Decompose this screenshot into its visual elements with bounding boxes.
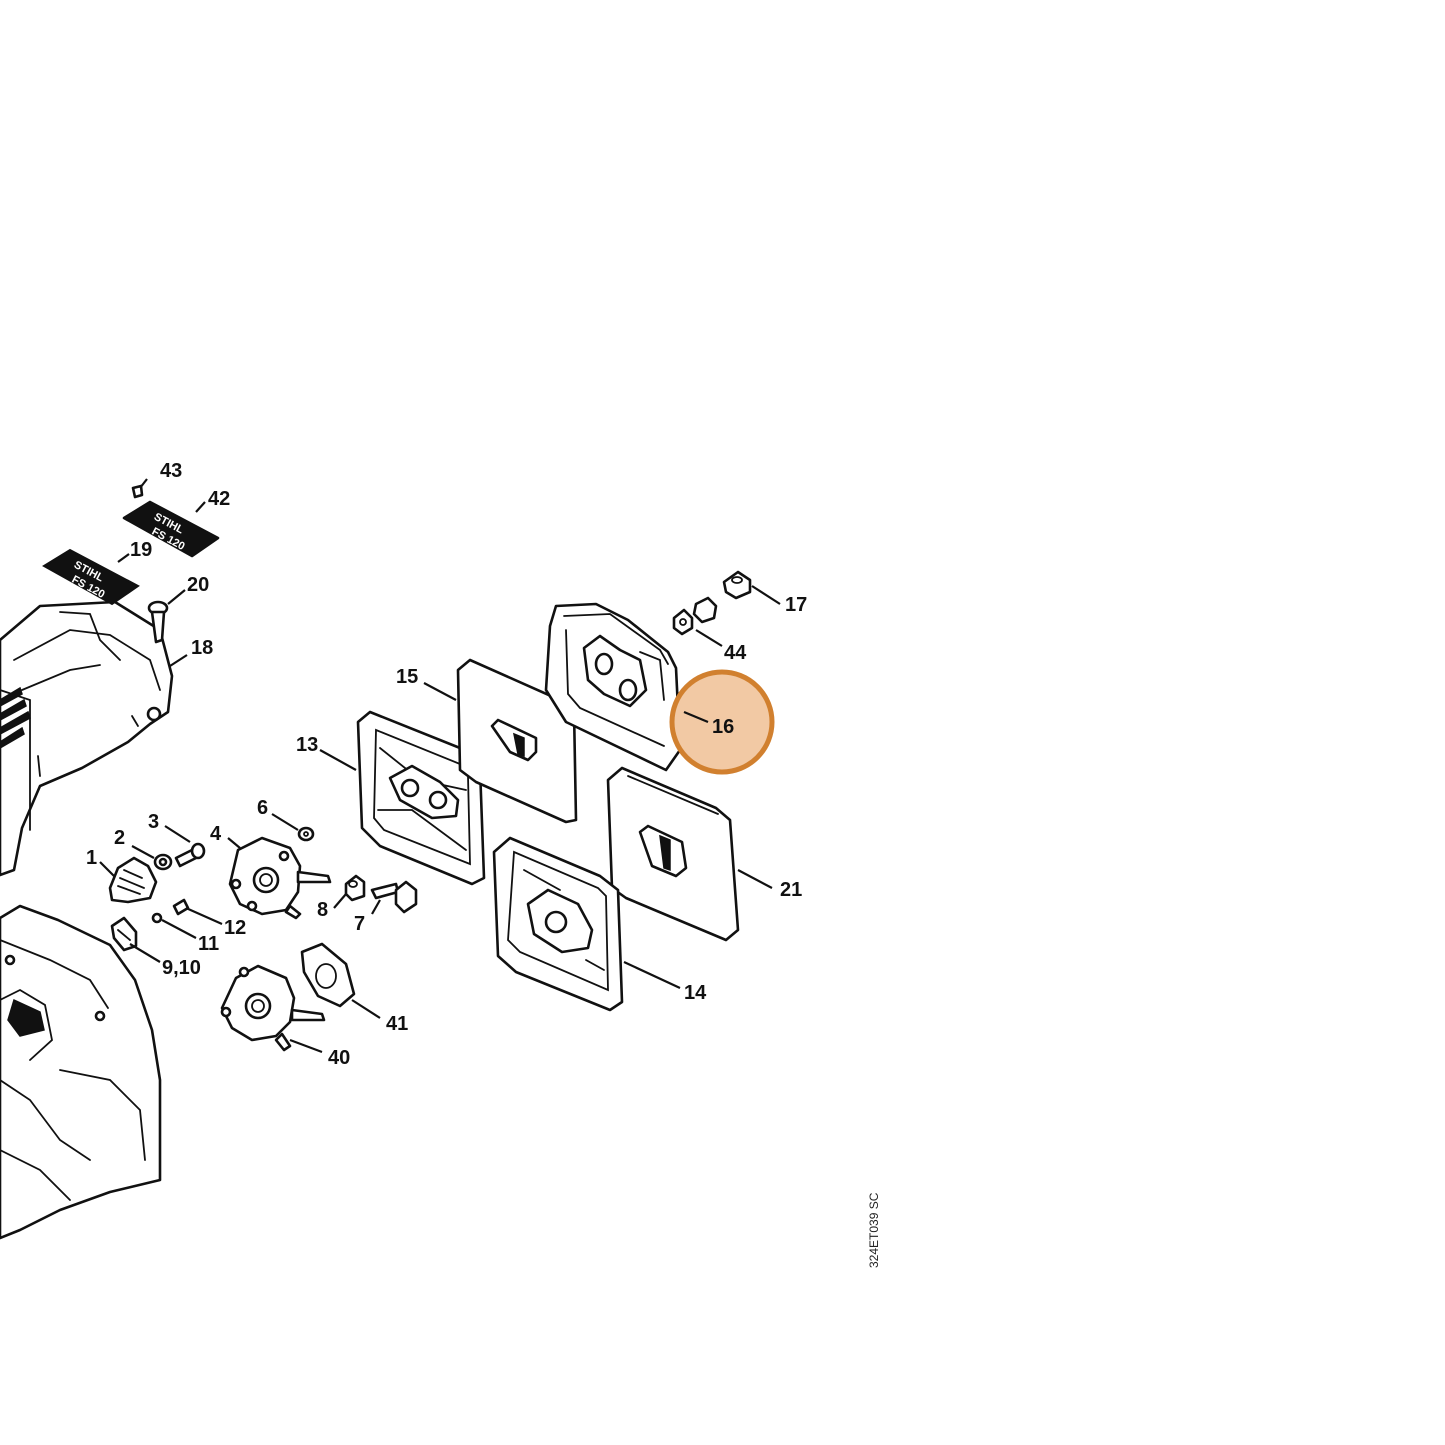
engine-housing[interactable] xyxy=(0,904,162,1240)
engine-shroud-part-18[interactable] xyxy=(0,600,174,877)
callout-16: 16 xyxy=(712,716,734,738)
washer-part-11[interactable] xyxy=(151,912,163,924)
knob-part-7[interactable] xyxy=(370,880,418,914)
washer-part-2[interactable] xyxy=(153,853,173,871)
callout-17: 17 xyxy=(785,594,807,616)
callout-7: 7 xyxy=(354,913,365,935)
screw-part-20[interactable] xyxy=(147,600,169,644)
spacer-part-8[interactable] xyxy=(344,874,366,902)
callouts: 43 42 19 20 18 15 13 17 44 21 14 3 2 1 4… xyxy=(86,460,807,1069)
nut-part-17[interactable] xyxy=(722,570,752,600)
callout-19: 19 xyxy=(130,539,152,561)
filter-part-21[interactable] xyxy=(606,766,740,942)
callout-43: 43 xyxy=(160,460,182,482)
callout-3: 3 xyxy=(148,811,159,833)
callout-9-10: 9,10 xyxy=(162,957,201,979)
callout-8: 8 xyxy=(317,899,328,921)
screw-part-3[interactable] xyxy=(174,842,206,868)
callout-42: 42 xyxy=(208,488,230,510)
drawing-code: 324ET039 SC xyxy=(867,1192,881,1268)
callout-11: 11 xyxy=(198,933,219,955)
screw-part-12[interactable] xyxy=(172,898,190,916)
callout-14: 14 xyxy=(684,982,707,1004)
callout-15: 15 xyxy=(396,666,418,688)
washer-part-44[interactable] xyxy=(672,596,718,636)
filter-base-part-14[interactable] xyxy=(492,836,624,1012)
leader-lines xyxy=(99,478,781,1054)
carburetor-part-40[interactable] xyxy=(220,964,326,1052)
callout-40: 40 xyxy=(328,1047,350,1069)
intake-part-1[interactable] xyxy=(108,856,158,904)
callout-12: 12 xyxy=(224,917,246,939)
nut-part-6[interactable] xyxy=(297,826,315,842)
callout-41: 41 xyxy=(386,1013,408,1035)
callout-2: 2 xyxy=(114,827,125,849)
callout-1: 1 xyxy=(86,847,97,869)
gasket-part-41[interactable] xyxy=(300,942,356,1008)
callout-20: 20 xyxy=(187,574,209,596)
callout-13: 13 xyxy=(296,734,318,756)
callout-6: 6 xyxy=(257,797,268,819)
callout-21: 21 xyxy=(780,879,802,901)
highlight-marker-16[interactable]: 16 xyxy=(669,669,775,775)
highlight-circle[interactable] xyxy=(669,669,775,775)
carburetor-part-4[interactable] xyxy=(228,836,332,920)
callout-44: 44 xyxy=(724,642,747,664)
callout-18: 18 xyxy=(191,637,213,659)
clip-part-9-10[interactable] xyxy=(110,916,138,952)
screw-part-43[interactable] xyxy=(131,484,144,499)
callout-4: 4 xyxy=(210,823,222,845)
